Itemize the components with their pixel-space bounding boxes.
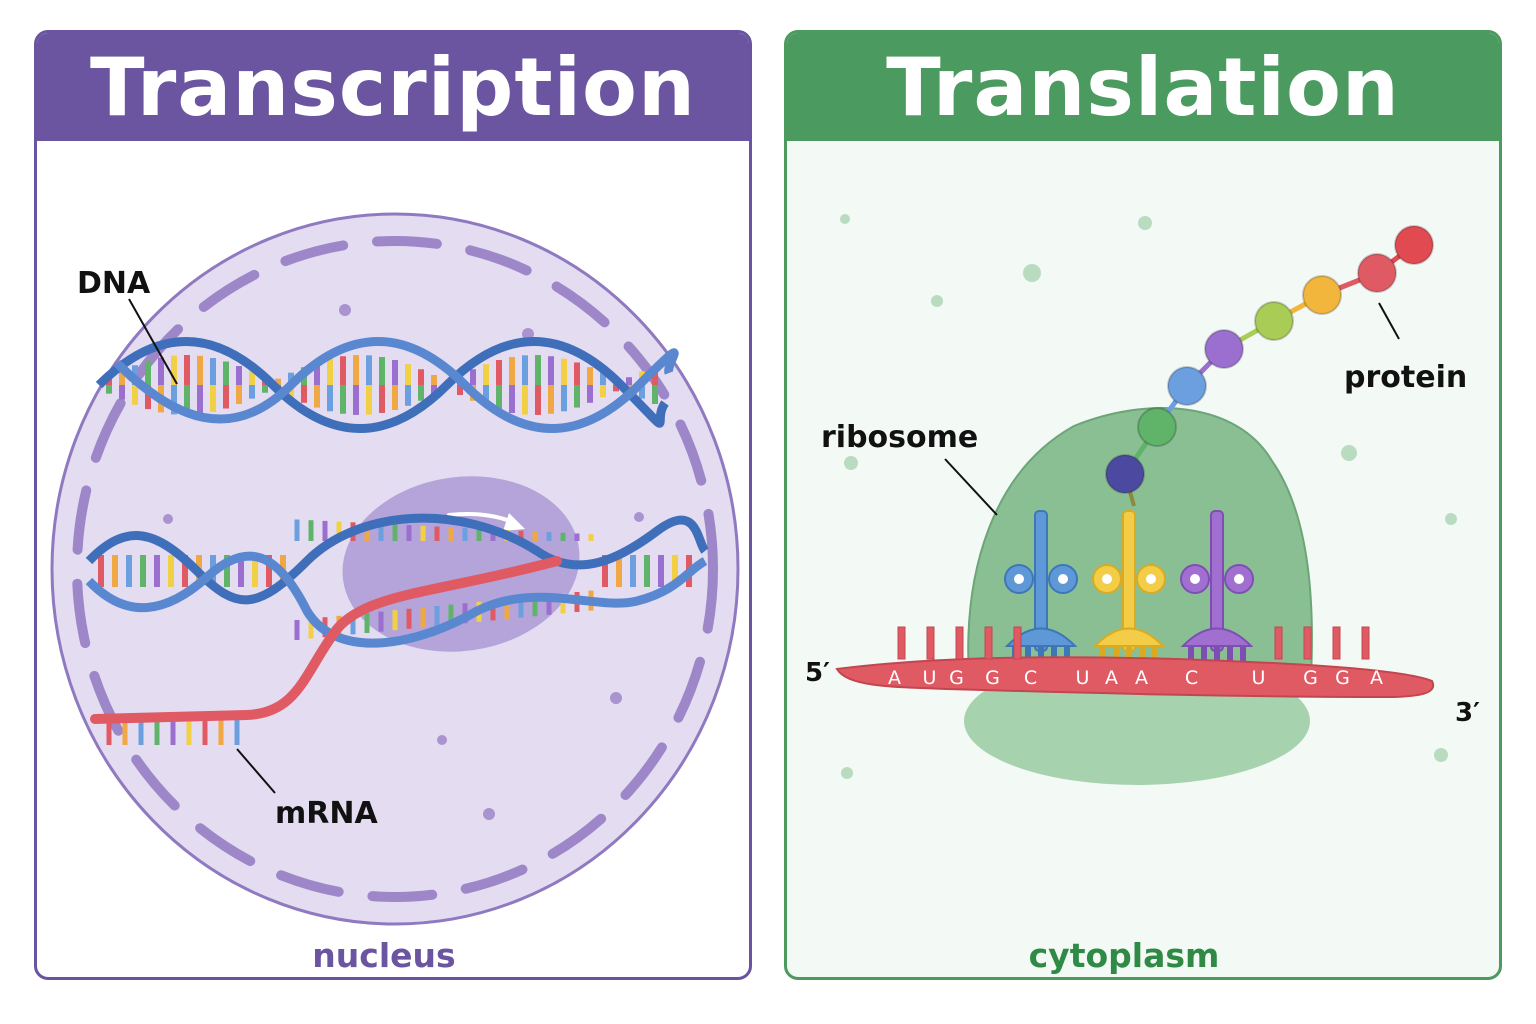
five-prime-label: 5′ — [805, 658, 830, 688]
amino-acid — [1302, 275, 1342, 315]
codon-tick — [955, 626, 964, 660]
codon-letter: U — [1076, 667, 1091, 689]
translation-title: Translation — [886, 40, 1400, 134]
protein-leader-line — [1378, 302, 1400, 340]
mrna-leader-line — [236, 748, 276, 794]
dna-bottom-strand-1 — [85, 513, 709, 605]
amino-acid — [1105, 454, 1145, 494]
translation-header: Translation — [787, 33, 1499, 141]
codon-tick — [1013, 626, 1022, 660]
codon-tick — [897, 626, 906, 660]
amino-acid — [1204, 329, 1244, 369]
nuclear-envelope-dashes — [72, 236, 718, 902]
codon-letter: A — [1135, 667, 1149, 689]
amino-acid — [1394, 225, 1434, 265]
transcription-title: Transcription — [90, 40, 696, 134]
codon-letter: U — [923, 667, 938, 689]
codon-letter: C — [1185, 667, 1199, 689]
codon-letter: G — [1303, 667, 1319, 689]
codon-letter: U — [1252, 667, 1267, 689]
direction-arrowhead — [503, 513, 525, 531]
codon-tick — [1274, 626, 1283, 660]
dna-top-strand-2 — [113, 337, 679, 433]
protein-label: protein — [1344, 360, 1467, 395]
dna-top-strand-1 — [95, 337, 669, 433]
nucleoplasm-dots — [163, 304, 644, 820]
codon-letter: G — [1335, 667, 1351, 689]
codon-letter: C — [1024, 667, 1038, 689]
amino-acid — [1137, 407, 1177, 447]
dna-bottom-strand-2 — [85, 551, 708, 648]
cytoplasm-label: cytoplasm — [1029, 936, 1220, 975]
codon-tick — [926, 626, 935, 660]
trna-group — [1004, 510, 1254, 676]
transcription-illustration: DNA mRNA nucleus — [50, 212, 740, 975]
cytoplasm-dots — [840, 214, 1457, 779]
mrna-backbone — [90, 556, 562, 724]
amino-acid — [1254, 301, 1294, 341]
codon-letter: A — [888, 667, 902, 689]
dna-helix-bottom — [85, 513, 709, 648]
amino-acid — [1167, 366, 1207, 406]
dna-bottom-base-pairs — [98, 519, 692, 640]
codon-letter: G — [985, 667, 1001, 689]
trna — [1004, 510, 1078, 676]
codon-letter: G — [949, 667, 965, 689]
trna — [1180, 510, 1254, 676]
codon-tick — [1361, 626, 1370, 660]
transcription-panel: Transcription DNA — [34, 30, 752, 980]
transcription-header: Transcription — [37, 33, 749, 141]
ribosome-leader-line — [944, 458, 998, 516]
protein-chain — [1105, 225, 1434, 507]
dna-label: DNA — [77, 266, 151, 301]
mrna-label: mRNA — [275, 796, 378, 831]
codon-letter: A — [1370, 667, 1384, 689]
mrna-strand — [90, 556, 562, 745]
dna-helix-top — [95, 337, 679, 433]
translation-mrna-backbone — [835, 656, 1435, 699]
dna-leader-line — [128, 298, 178, 385]
three-prime-label: 3′ — [1455, 698, 1480, 728]
ribosome-label: ribosome — [821, 420, 978, 455]
codon-tick — [984, 626, 993, 660]
mrna-codon-ticks — [897, 626, 1370, 660]
codon-letter: A — [1105, 667, 1119, 689]
ribosome-large-subunit — [967, 407, 1313, 677]
amino-acid — [1357, 253, 1397, 293]
mrna-bases — [106, 719, 240, 745]
codon-tick — [1303, 626, 1312, 660]
nucleus-label: nucleus — [312, 936, 455, 975]
codon-tick — [1332, 626, 1341, 660]
